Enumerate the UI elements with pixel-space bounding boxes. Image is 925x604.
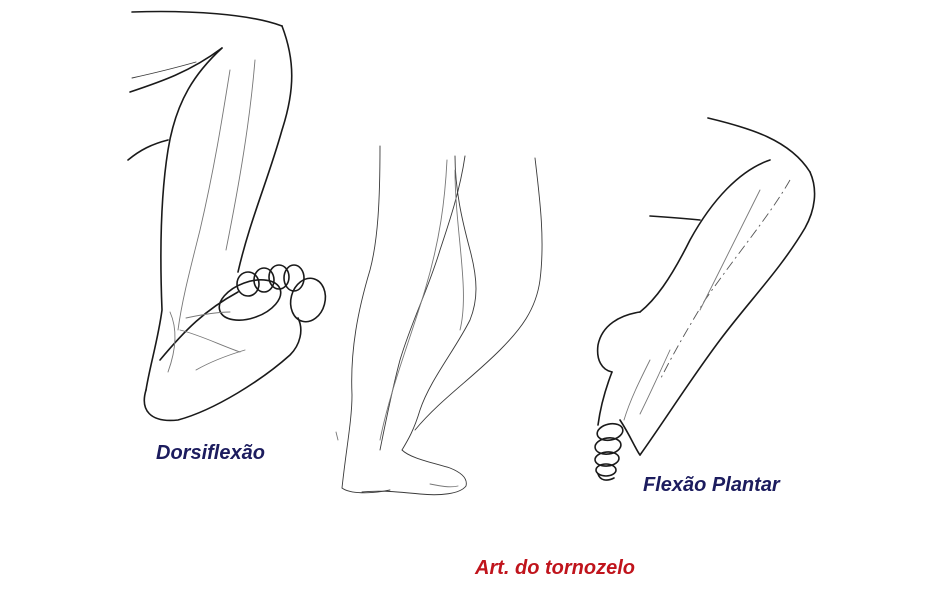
dorsiflexion-label: Dorsiflexão <box>156 442 265 464</box>
plantar-flexion-leg-drawing <box>594 117 816 481</box>
neutral-leg-drawing <box>335 145 543 496</box>
ankle-joint-caption: Art. do tornozelo <box>475 557 635 579</box>
dorsiflexion-leg-drawing <box>127 10 327 422</box>
plantar-flexion-label: Flexão Plantar <box>643 474 780 496</box>
